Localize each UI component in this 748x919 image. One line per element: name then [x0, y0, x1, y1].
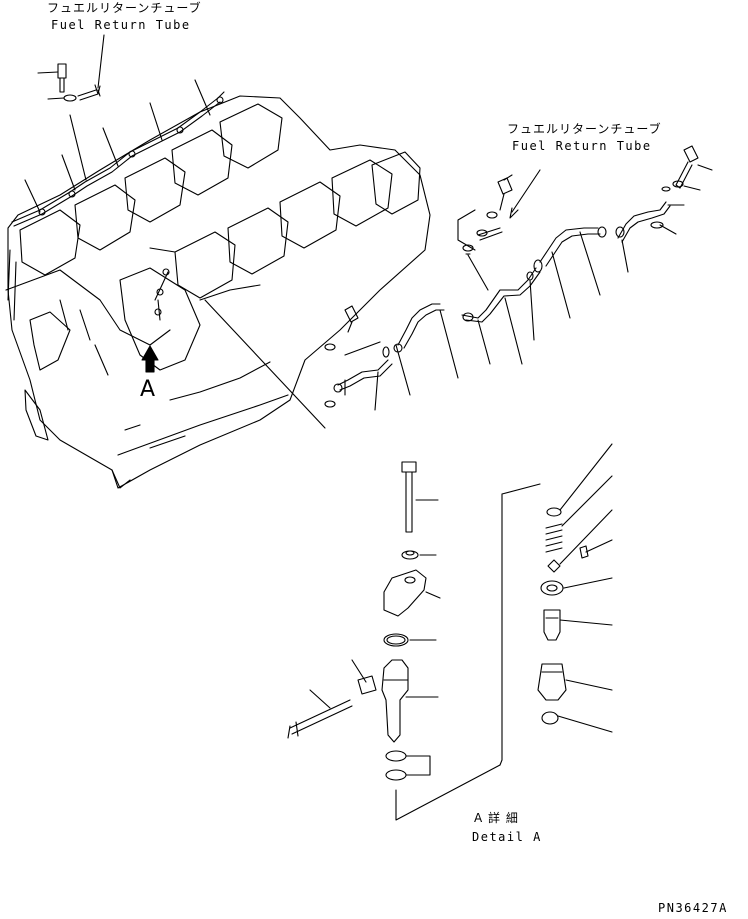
detail-a-label-jp: A 詳 細 — [474, 811, 519, 825]
right-tube-label-en: Fuel Return Tube — [512, 139, 652, 153]
detail-a-label-en: Detail A — [472, 830, 542, 844]
top-tube-label-jp: フュエルリターンチューブ — [47, 1, 202, 15]
figure-code: PN36427A — [658, 901, 728, 915]
right-return-tube-assembly — [325, 146, 712, 410]
top-tube-label-en: Fuel Return Tube — [51, 18, 191, 32]
right-tube-label-jp: フュエルリターンチューブ — [507, 122, 662, 136]
top-return-tube-assembly — [12, 35, 224, 226]
engine-block — [6, 96, 430, 488]
detail-a-parts — [288, 444, 612, 820]
view-arrow-letter: A — [140, 377, 156, 402]
view-arrow-a — [142, 346, 158, 372]
